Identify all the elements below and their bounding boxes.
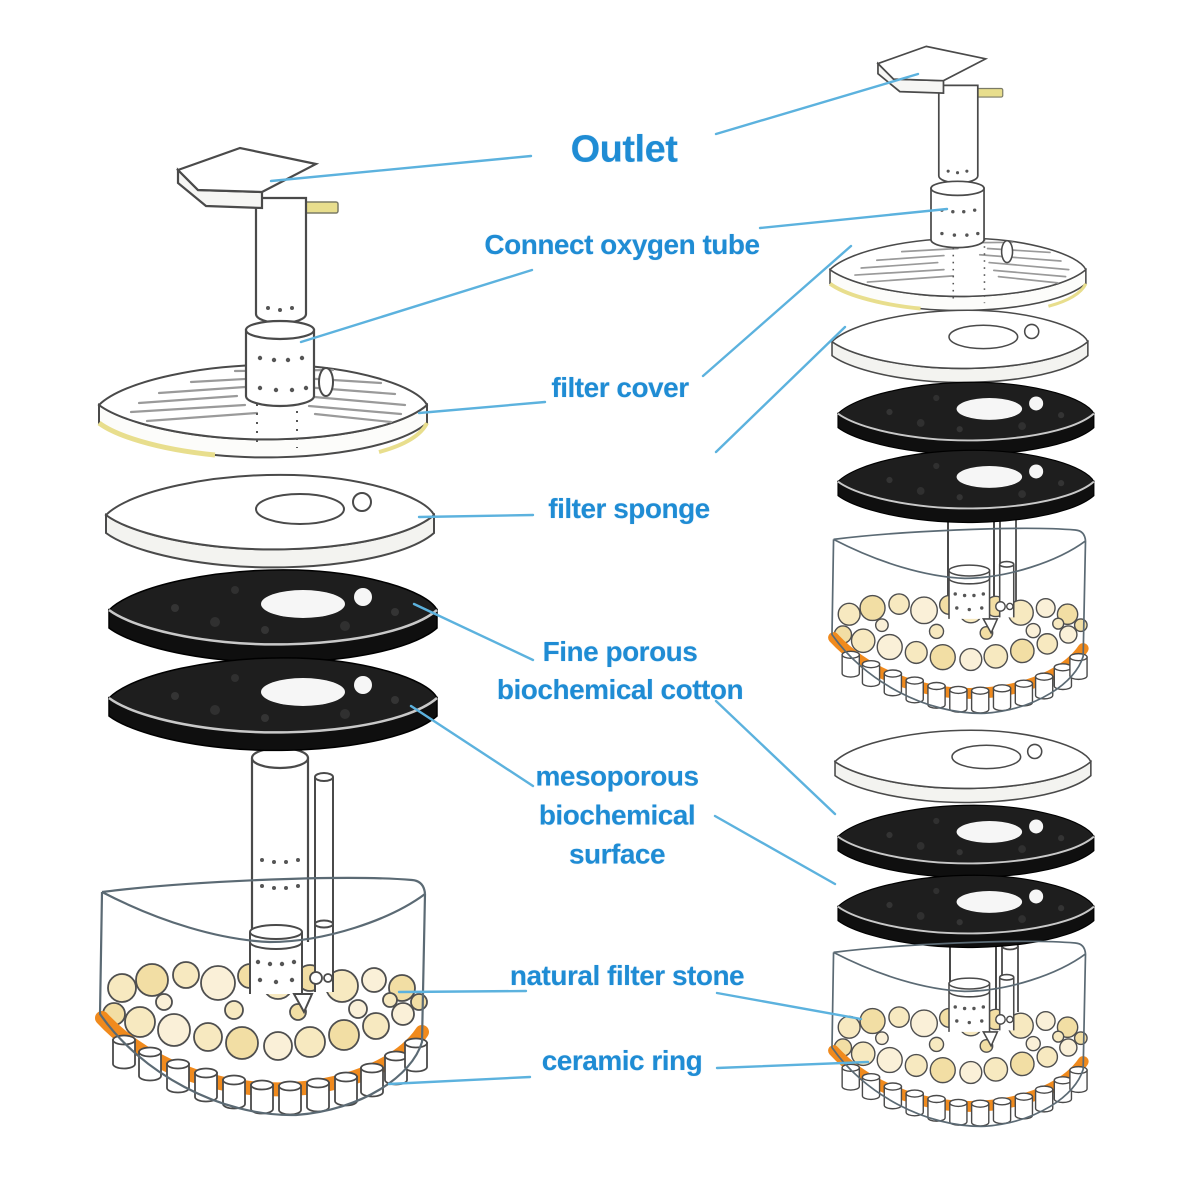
label-ceramic-ring: ceramic ring (541, 1045, 703, 1076)
leader-line (269, 154, 533, 183)
leader-line (714, 699, 837, 816)
mesoporous-surface-layer (107, 656, 439, 752)
leader-line (412, 602, 535, 662)
leader-lines (269, 72, 949, 1086)
leader-line (417, 400, 547, 415)
uplift-tube-assembly (250, 746, 334, 948)
leader-line (397, 989, 528, 994)
leader-line (758, 207, 949, 230)
label-mesoporous-biochemical-surface: mesoporous biochemical surface (535, 760, 699, 870)
mesoporous-surface-layer (837, 449, 1095, 524)
leader-line (715, 1060, 870, 1070)
fine-porous-cotton-layer (837, 804, 1095, 879)
filter-sponge-layer (834, 729, 1092, 804)
left-filter-unit (99, 146, 439, 1115)
fine-porous-cotton-layer (837, 381, 1095, 456)
filter-sponge-layer (105, 473, 435, 569)
label-connect-oxygen-tube: Connect oxygen tube (484, 229, 760, 260)
right-filter-unit (828, 45, 1095, 1126)
mesoporous-surface-layer (837, 874, 1095, 949)
outlet-assembly (176, 146, 340, 408)
leader-line (299, 268, 534, 344)
leader-line (387, 1075, 532, 1086)
leader-line (714, 325, 847, 454)
leader-line (714, 72, 920, 136)
leader-line (715, 991, 863, 1021)
leader-line (409, 704, 535, 788)
label-filter-cover: filter cover (551, 372, 689, 403)
outlet-assembly (877, 45, 1004, 249)
leader-line (713, 814, 837, 886)
label-outlet: Outlet (570, 128, 678, 171)
label-natural-filter-stone: natural filter stone (509, 960, 745, 991)
filter-sponge-layer (831, 309, 1089, 384)
filter-cover-layer (828, 236, 1088, 313)
fine-porous-cotton-layer (107, 568, 439, 664)
leader-line (417, 513, 535, 519)
leader-line (701, 244, 853, 378)
label-fine-porous-biochemical-cotton: Fine porous biochemical cotton (496, 636, 744, 705)
label-filter-sponge: filter sponge (548, 493, 710, 524)
